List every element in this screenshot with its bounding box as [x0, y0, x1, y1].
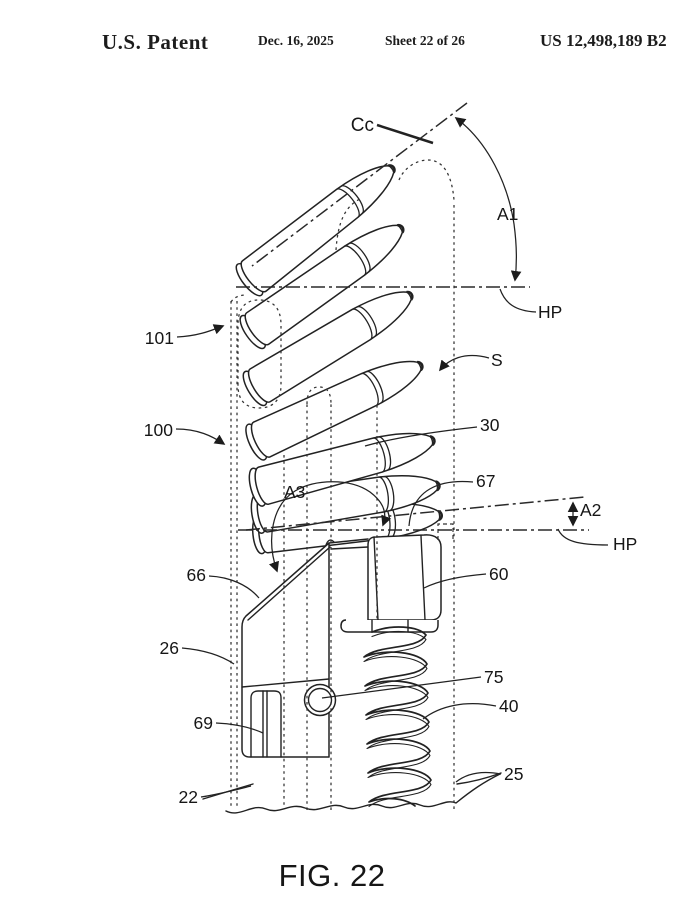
follower-rib-69 [250, 690, 282, 758]
annotations [175, 117, 609, 798]
hp-bottom-leader [557, 528, 609, 546]
label-a2: A2 [580, 500, 601, 520]
label-101: 101 [145, 328, 174, 348]
header-sheet: Sheet 22 of 26 [385, 33, 465, 48]
leader-30 [364, 426, 478, 447]
reference-labels: Cc A1 HP S 30 67 A3 A2 HP 66 60 26 75 69… [144, 115, 638, 807]
label-26: 26 [160, 638, 179, 658]
label-hp-bottom: HP [613, 534, 637, 554]
follower-hole-75 [303, 683, 337, 717]
leader-25 [455, 771, 502, 783]
label-60: 60 [489, 564, 509, 584]
label-22: 22 [179, 787, 198, 807]
hp-top-leader [499, 288, 537, 313]
figure-caption: FIG. 22 [279, 858, 386, 893]
label-69: 69 [194, 713, 213, 733]
label-67: 67 [476, 471, 495, 491]
leader-101 [176, 324, 225, 338]
cartridge-stack [230, 150, 446, 556]
label-30: 30 [480, 415, 500, 435]
header-date: Dec. 16, 2025 [258, 33, 334, 48]
label-hp-top: HP [538, 302, 562, 322]
label-66: 66 [187, 565, 206, 585]
a3-angle-arc [268, 481, 392, 573]
leader-22 [200, 785, 252, 798]
left-wall-dotted [230, 301, 238, 808]
label-40: 40 [499, 696, 519, 716]
label-cc: Cc [351, 115, 374, 136]
leader-75 [321, 676, 482, 699]
leader-26 [181, 647, 235, 665]
cartridge-centerline-cc [251, 102, 468, 267]
magazine-spring-40 [363, 626, 432, 808]
break-lines [202, 772, 502, 814]
label-a1: A1 [497, 204, 518, 224]
s-leader [439, 354, 490, 372]
follower-wedge [241, 538, 369, 758]
leader-69 [215, 722, 264, 734]
cc-leader [376, 123, 434, 145]
magazine-walls-hidden [230, 159, 455, 812]
label-a3: A3 [284, 482, 305, 502]
header-title: U.S. Patent [102, 30, 209, 54]
inner-rib-dotted [306, 386, 332, 810]
a1-angle-arc [454, 117, 522, 282]
leader-67 [408, 480, 474, 527]
follower-block-60 [340, 534, 442, 633]
label-s: S [491, 350, 503, 370]
leader-66 [208, 575, 260, 599]
leader-60 [423, 573, 487, 589]
label-25: 25 [504, 764, 523, 784]
label-75: 75 [484, 667, 503, 687]
leader-100 [175, 428, 226, 445]
label-100: 100 [144, 420, 173, 440]
header-patent-number: US 12,498,189 B2 [540, 31, 667, 50]
follower-foot [340, 619, 439, 633]
leader-40 [422, 703, 497, 720]
